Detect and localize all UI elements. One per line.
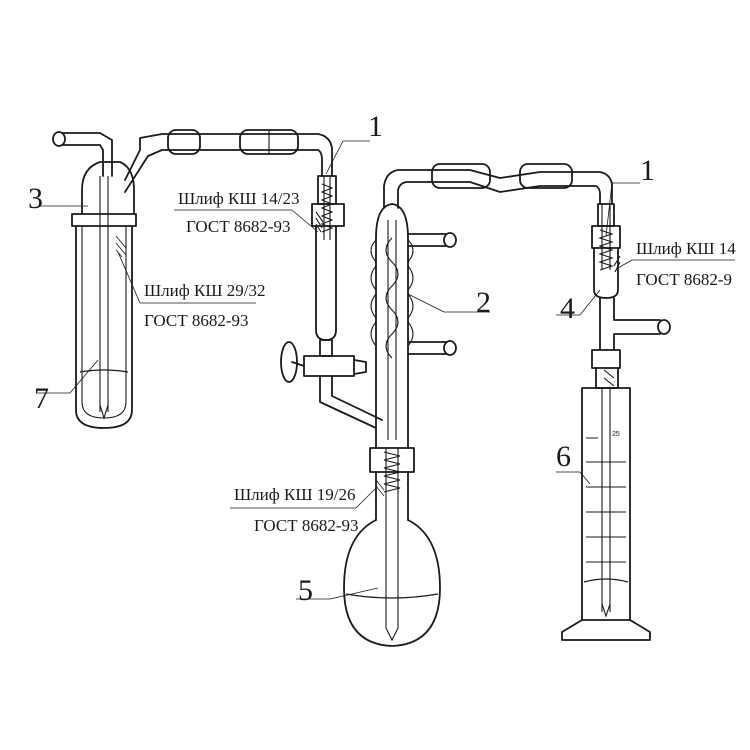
label-3: 3 [28, 182, 43, 215]
graduated-column-right [561, 203, 671, 641]
dropping-funnel-left [280, 175, 383, 429]
label-1-left: 1 [368, 110, 383, 143]
reflux-condenser [370, 169, 457, 449]
absorber-vessel [52, 131, 137, 429]
joint-2932-title: Шлиф КШ 29/32 [144, 281, 265, 300]
joint-1423-standard: ГОСТ 8682-93 [186, 217, 291, 236]
round-bottom-flask [343, 447, 441, 647]
label-7: 7 [34, 382, 49, 415]
label-4: 4 [560, 292, 575, 325]
label-5: 5 [298, 574, 313, 607]
leader-lines [36, 140, 735, 600]
joint-1926-standard: ГОСТ 8682-93 [254, 516, 359, 535]
label-2: 2 [476, 286, 491, 319]
joint-1926-title: Шлиф КШ 19/26 [234, 485, 355, 504]
joint-2932-standard: ГОСТ 8682-93 [144, 311, 249, 330]
scale-mark-25: 25 [612, 431, 620, 438]
joint-1423-title: Шлиф КШ 14/23 [178, 189, 299, 208]
connecting-hose-left [124, 129, 333, 193]
joint-right-standard: ГОСТ 8682-9 [636, 270, 732, 289]
connecting-hose-right [429, 163, 613, 205]
label-1-right: 1 [640, 154, 655, 187]
joint-right-title: Шлиф КШ 14 [636, 239, 736, 258]
label-6: 6 [556, 440, 571, 473]
